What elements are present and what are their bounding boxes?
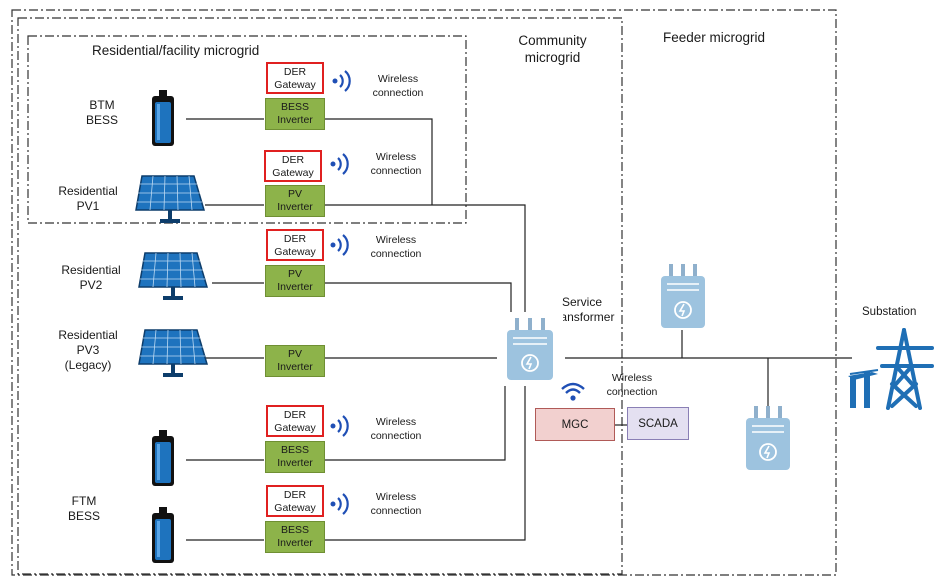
wireless-connection-label: Wireless connection [370, 234, 422, 260]
der-gateway-ftm-bess-2: DER Gateway [266, 485, 324, 517]
community-microgrid-title: Community microgrid [518, 33, 587, 65]
solar-panel-icon [138, 329, 209, 377]
pv-inverter-pv3: PV Inverter [265, 345, 325, 377]
battery-icon [152, 430, 174, 486]
residential-microgrid-title: Residential/facility microgrid [92, 43, 260, 58]
wireless-signal-icon [332, 70, 351, 92]
ftm-bess-label: FTM BESS [67, 494, 100, 523]
wireless-signal-icon [330, 234, 349, 256]
solar-panel-icon [138, 252, 209, 300]
wifi-icon [561, 382, 585, 401]
bess-inverter-btm: BESS Inverter [265, 98, 325, 130]
transformer-icon [661, 264, 705, 328]
wireless-connection-label: Wireless connection [370, 491, 422, 517]
battery-icon [152, 507, 174, 563]
wireless-signal-icon [330, 493, 349, 515]
bess-inverter-ftm-1: BESS Inverter [265, 441, 325, 473]
community-microgrid-border [17, 17, 623, 575]
battery-icon [152, 90, 174, 146]
wireless-connection-label: Wireless connection [370, 151, 422, 177]
connection-lines [186, 118, 852, 541]
scada-box: SCADA [627, 407, 689, 440]
service-transformer-label: Service Transformer [549, 295, 615, 324]
transformer-icon [497, 312, 563, 386]
der-gateway-pv2: DER Gateway [266, 229, 324, 261]
feeder-microgrid-title: Feeder microgrid [663, 30, 766, 45]
pv-inverter-pv2: PV Inverter [265, 265, 325, 297]
wireless-connection-label: Wireless connection [372, 73, 424, 99]
wireless-signal-icon [330, 153, 349, 175]
residential-pv1-label: Residential PV1 [58, 184, 118, 213]
residential-pv2-label: Residential PV2 [61, 263, 121, 292]
der-gateway-pv1: DER Gateway [264, 150, 322, 182]
substation-label: Substation [862, 306, 917, 318]
bess-inverter-ftm-2: BESS Inverter [265, 521, 325, 553]
der-gateway-ftm-bess-1: DER Gateway [266, 405, 324, 437]
residential-pv3-label: Residential PV3 (Legacy) [58, 328, 118, 372]
mgc-wireless-connection-label: Wireless connection [606, 372, 658, 398]
wireless-connection-label: Wireless connection [370, 416, 422, 442]
feeder-microgrid-border [11, 9, 837, 576]
substation-tower-icon [848, 328, 934, 410]
solar-panel-icon [135, 175, 206, 223]
pv-inverter-pv1: PV Inverter [265, 185, 325, 217]
transformer-icon [746, 406, 790, 470]
btm-bess-label: BTM BESS [85, 98, 118, 127]
residential-microgrid-border [27, 35, 467, 224]
wireless-signal-icon [330, 415, 349, 437]
mgc-box: MGC [535, 408, 615, 441]
der-gateway-btm-bess: DER Gateway [266, 62, 324, 94]
